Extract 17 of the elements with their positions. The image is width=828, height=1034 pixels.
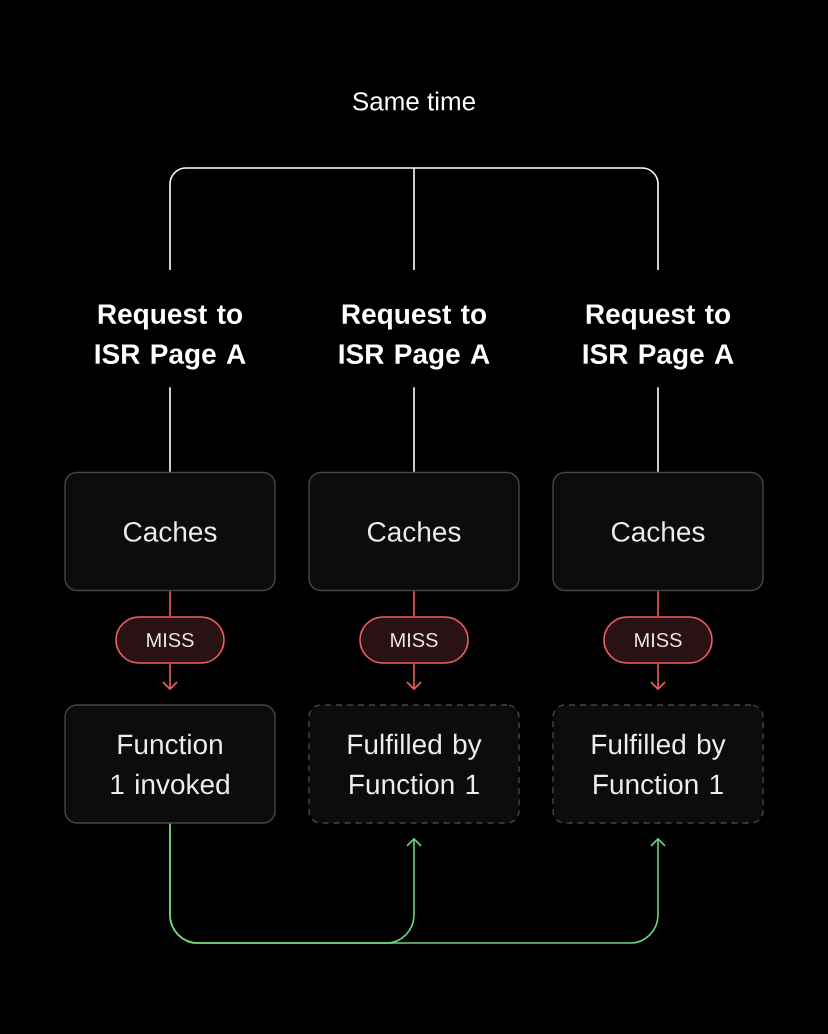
process-box: Fulfilled by Function 1 (308, 704, 520, 824)
heading: Same time (353, 91, 475, 111)
process-box: Fulfilled by Function 1 (552, 704, 764, 824)
arrow (162, 663, 178, 691)
arrow (406, 663, 422, 691)
request-label: Request to ISR Page A (95, 304, 246, 370)
arrow (650, 663, 666, 691)
process-box: Caches (308, 471, 520, 592)
process-box: Caches (64, 471, 276, 592)
arrow (169, 822, 666, 944)
miss-badge: MISS (603, 616, 713, 664)
miss-badge: MISS (115, 616, 225, 664)
request-label: Request to ISR Page A (583, 304, 734, 370)
miss-badge: MISS (359, 616, 469, 664)
process-box: Function 1 invoked (64, 704, 276, 824)
process-box: Caches (552, 471, 764, 592)
request-label: Request to ISR Page A (339, 304, 490, 370)
